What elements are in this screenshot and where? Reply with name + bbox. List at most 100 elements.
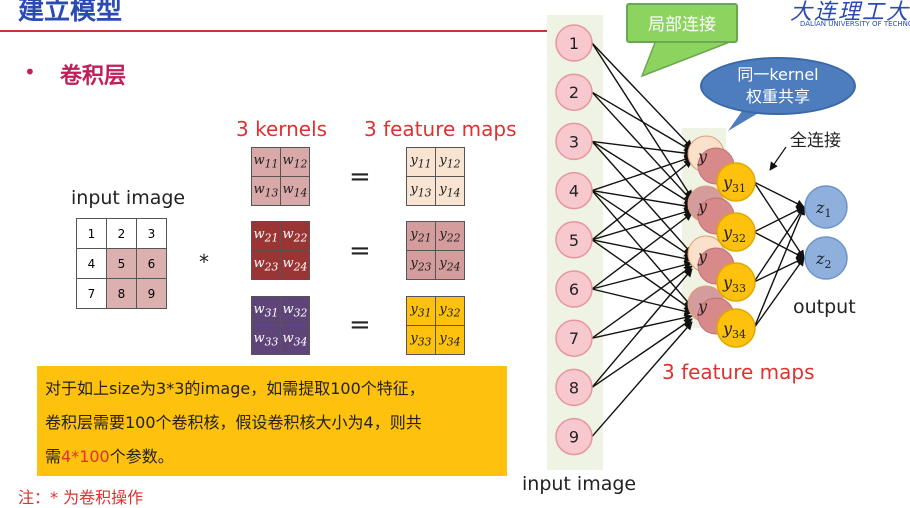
local-connection-edge bbox=[591, 239, 693, 263]
equals-sign: = bbox=[349, 162, 371, 192]
kernel-cell: w24 bbox=[280, 250, 310, 280]
feature-map-node-back-label: y bbox=[697, 197, 708, 216]
feature-map-node bbox=[716, 262, 756, 302]
grid-cell: 5 bbox=[106, 248, 137, 279]
local-connection-edge bbox=[591, 42, 693, 149]
input-node bbox=[555, 319, 593, 357]
feature-maps-label-top: 3 feature maps bbox=[364, 117, 517, 141]
local-connect-callout: 局部连接 bbox=[626, 3, 738, 43]
full-connection-edge bbox=[753, 257, 805, 283]
feature-maps-label-bottom: 3 feature maps bbox=[662, 360, 815, 384]
full-connect-arrow bbox=[769, 146, 787, 171]
weight-share-callout: 同一kernel 权重共享 bbox=[700, 57, 856, 115]
feature-map-node-label: y34 bbox=[722, 319, 746, 341]
feature-map-node-label: y31 bbox=[722, 173, 746, 195]
feature-cell: y34 bbox=[435, 325, 465, 355]
full-connect-label: 全连接 bbox=[790, 131, 841, 151]
input-node bbox=[555, 270, 593, 308]
note-box: 对于如上size为3*3的image，如需提取100个特征， 卷积层需要100个… bbox=[37, 366, 507, 476]
input-node-label: 3 bbox=[569, 132, 579, 151]
equals-sign: = bbox=[349, 310, 371, 340]
input-node bbox=[555, 122, 593, 161]
grid-cell: 8 bbox=[106, 278, 137, 309]
feature-cell: y12 bbox=[435, 147, 465, 177]
feature-cell: y21 bbox=[406, 221, 436, 251]
local-connection-edge bbox=[591, 140, 693, 205]
input-node bbox=[555, 171, 593, 210]
full-connection-edge bbox=[753, 257, 805, 329]
grid-cell: 3 bbox=[136, 218, 167, 249]
kernel-cell: w11 bbox=[251, 147, 281, 177]
note-line: 对于如上size为3*3的image，如需提取100个特征， bbox=[45, 379, 425, 398]
bullet-icon: • bbox=[24, 60, 36, 84]
input-node-label: 1 bbox=[569, 34, 579, 53]
local-connection-edge bbox=[591, 159, 693, 241]
local-connection-edge bbox=[591, 91, 693, 152]
note-line: 需4*100个参数。 bbox=[45, 447, 174, 466]
local-connection-edge bbox=[591, 288, 693, 316]
input-node bbox=[555, 73, 593, 111]
title-rule bbox=[0, 30, 600, 32]
feature-map-node-label: y33 bbox=[722, 273, 746, 295]
feature-map-node-back-label: y bbox=[697, 147, 708, 166]
kernel-cell: w32 bbox=[280, 296, 310, 326]
full-connection-edge bbox=[753, 206, 805, 329]
output-label: output bbox=[793, 296, 856, 318]
input-image-label-bottom: input image bbox=[522, 473, 637, 495]
equals-sign: = bbox=[349, 236, 371, 266]
university-logo: 大连理工大学 bbox=[790, 0, 910, 25]
input-node-label: 8 bbox=[569, 378, 579, 397]
input-node bbox=[555, 368, 593, 407]
kernel-cell: w21 bbox=[251, 221, 281, 251]
full-connection-edge bbox=[753, 206, 805, 283]
output-node bbox=[804, 185, 848, 229]
local-connection-edge bbox=[591, 321, 693, 438]
feature-map-node-back-label: y bbox=[697, 297, 708, 316]
local-connection-edge bbox=[591, 318, 693, 388]
input-node-label: 2 bbox=[569, 83, 579, 102]
local-connection-edge bbox=[591, 140, 693, 255]
input-node-label: 5 bbox=[569, 231, 579, 250]
local-connection-edge bbox=[591, 260, 693, 290]
local-connection-edge bbox=[591, 265, 693, 339]
feature-map-node bbox=[716, 212, 756, 252]
kernel-cell: w33 bbox=[251, 325, 281, 355]
kernel-cell: w14 bbox=[280, 176, 310, 206]
grid-cell: 9 bbox=[136, 278, 167, 309]
kernel-cell: w12 bbox=[280, 147, 310, 177]
kernel-cell: w13 bbox=[251, 176, 281, 206]
feature-cell: y33 bbox=[406, 325, 436, 355]
feature-cell: y14 bbox=[435, 176, 465, 206]
local-connection-edge bbox=[591, 239, 693, 311]
feature-cell: y22 bbox=[435, 221, 465, 251]
input-image-label-left: input image bbox=[71, 187, 186, 209]
feature-map-node bbox=[716, 308, 756, 348]
input-node-label: 7 bbox=[569, 329, 579, 348]
input-node bbox=[555, 221, 593, 259]
section-title: 卷积层 bbox=[60, 64, 127, 89]
local-connection-edge bbox=[591, 268, 693, 388]
feature-cell: y13 bbox=[406, 176, 436, 206]
local-connection-edge bbox=[591, 208, 693, 241]
full-connection-edge bbox=[753, 206, 805, 233]
convolution-star: * bbox=[199, 250, 209, 274]
university-logo-subtitle: DALIAN UNIVERSITY OF TECHNOLOGY bbox=[800, 20, 910, 28]
feature-map-node bbox=[716, 162, 756, 202]
feature-map-node-label: y32 bbox=[722, 223, 746, 245]
input-node bbox=[555, 417, 593, 456]
page-title: 建立模型 bbox=[18, 0, 123, 26]
local-connection-edge bbox=[591, 190, 693, 258]
kernels-label: 3 kernels bbox=[236, 117, 328, 141]
local-connection-edge bbox=[591, 190, 693, 308]
local-connection-edge bbox=[591, 212, 693, 290]
feature-map-node-back-label: y bbox=[697, 247, 708, 266]
input-node bbox=[555, 24, 593, 62]
